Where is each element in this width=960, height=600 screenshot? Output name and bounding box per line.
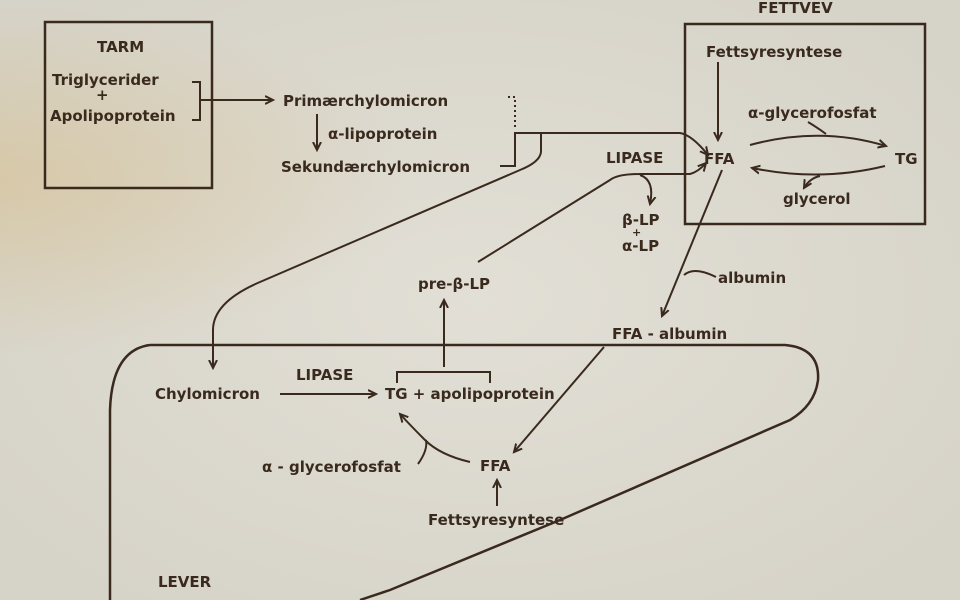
fettvev-glycerol: glycerol [783,190,851,208]
lever-lipase: LIPASE [296,366,353,384]
fettvev-synthesis: Fettsyresyntese [706,43,842,61]
lever-alpha-glycerophosphate: α - glycerofosfat [262,458,401,476]
secondary-chylomicron: Sekundærchylomicron [281,158,470,176]
arrow-to-beta-lp [639,174,651,204]
fettvev-box [683,22,927,226]
alpha-lp: α-LP [622,237,659,255]
plus-sign: + [632,226,641,239]
lever-tg-apolipoprotein: TG + apolipoprotein [385,385,555,403]
tarm-bracket [192,81,201,121]
arrow-ffa-to-tg [749,134,886,146]
lever-outline [108,343,820,600]
lever-synthesis: Fettsyresyntese [428,511,564,529]
alpha-lipoprotein-label: α-lipoprotein [328,125,437,143]
arrow-ffa-to-tg [400,414,471,463]
albumin-curl [683,270,717,278]
lever-chylomicron: Chylomicron [155,385,260,403]
primary-chylomicron: Primærchylomicron [283,92,448,110]
arrow-chylomicron-to-fettvev [500,132,708,167]
tarm-triglycerides: Triglycerider [52,71,159,89]
lever-glycerophosphate-curl [417,439,428,465]
tarm-apolipoprotein: Apolipoprotein [50,107,176,125]
arrow-to-glycerol [804,175,821,188]
tarm-plus: + [96,86,109,104]
tarm-box [43,20,214,190]
fettvev-title: FETTVEV [758,0,833,17]
arrow-chylomicron-to-lever [213,133,542,368]
tg-apo-bracket [396,371,491,383]
pre-beta-lp: pre-β-LP [418,275,490,293]
beta-lp: β-LP [622,211,660,229]
fettvev-tg: TG [895,150,918,168]
fettvev-ffa: FFA [704,150,735,168]
arrow-pre-beta-lp-to-ffa [477,163,706,263]
arrow-ffa-to-ffa-albumin [662,169,723,316]
albumin-label: albumin [718,269,786,287]
ffa-albumin: FFA - albumin [612,325,727,343]
dotted-connector [508,96,516,127]
plasma-lipase: LIPASE [606,149,663,167]
arrow-ffa-albumin-to-ffa [514,346,605,452]
lever-ffa: FFA [480,457,511,475]
arrow-tg-to-ffa [752,166,886,176]
glycerophosphate-curl [807,121,827,135]
lever-title: LEVER [158,573,212,591]
fettvev-alpha-glycerophosphate: α-glycerofosfat [748,104,877,122]
tarm-title: TARM [97,38,144,56]
